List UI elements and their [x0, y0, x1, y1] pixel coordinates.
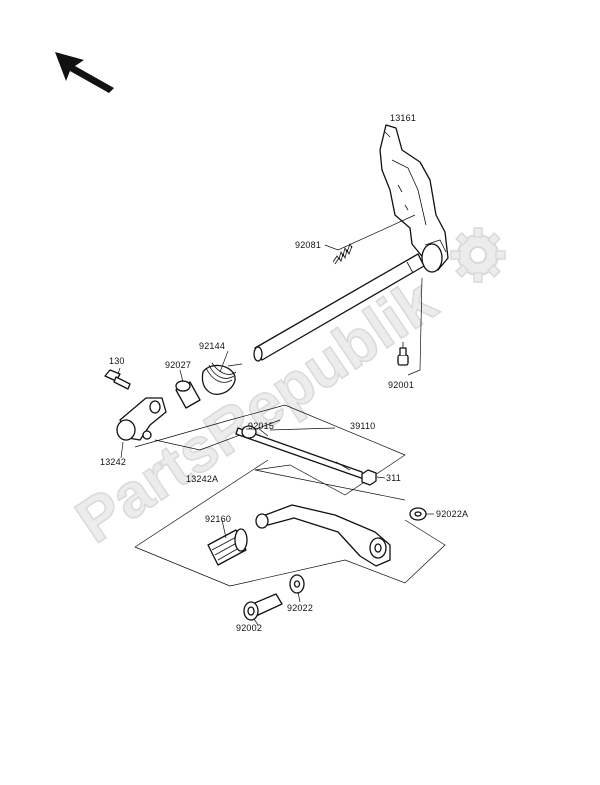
- washer-92022A: [409, 507, 427, 521]
- label-92160: 92160: [205, 514, 231, 524]
- assembly-frame-lines: [134, 404, 446, 587]
- pedal-rubber: [207, 528, 248, 566]
- washer-92022: [289, 574, 305, 594]
- label-92015: 92015: [248, 421, 274, 431]
- label-130: 130: [109, 356, 125, 366]
- collar-92027: [175, 380, 201, 409]
- return-spring: [201, 362, 243, 395]
- label-92144: 92144: [199, 341, 225, 351]
- label-92027: 92027: [165, 360, 191, 370]
- watermark-text: PartsRepublik: [64, 266, 449, 557]
- label-92002: 92002: [236, 623, 262, 633]
- label-92081: 92081: [295, 240, 321, 250]
- label-39110: 39110: [350, 421, 375, 431]
- shift-fork: [379, 124, 449, 273]
- bolt-130: [104, 369, 131, 390]
- leader-lines: [117, 131, 434, 626]
- shift-arm: [116, 397, 167, 441]
- pivot-bolt: [243, 593, 283, 621]
- label-92022A: 92022A: [436, 509, 468, 519]
- label-92001: 92001: [388, 380, 414, 390]
- nut-311: [361, 469, 377, 486]
- part-labels: 13161 92081 92001 130 92144 92027 92015 …: [100, 113, 468, 633]
- shift-shaft: [253, 253, 425, 362]
- bolt-92001: [397, 342, 409, 366]
- label-13242A: 13242A: [186, 474, 218, 484]
- label-13161: 13161: [390, 113, 416, 123]
- label-92022: 92022: [287, 603, 313, 613]
- spring-pin: [332, 243, 353, 265]
- label-311: 311: [386, 473, 401, 483]
- arrow-up-left-icon: [55, 52, 114, 93]
- gear-icon: [450, 227, 506, 283]
- label-13242: 13242: [100, 457, 126, 467]
- shift-pedal: [255, 504, 391, 567]
